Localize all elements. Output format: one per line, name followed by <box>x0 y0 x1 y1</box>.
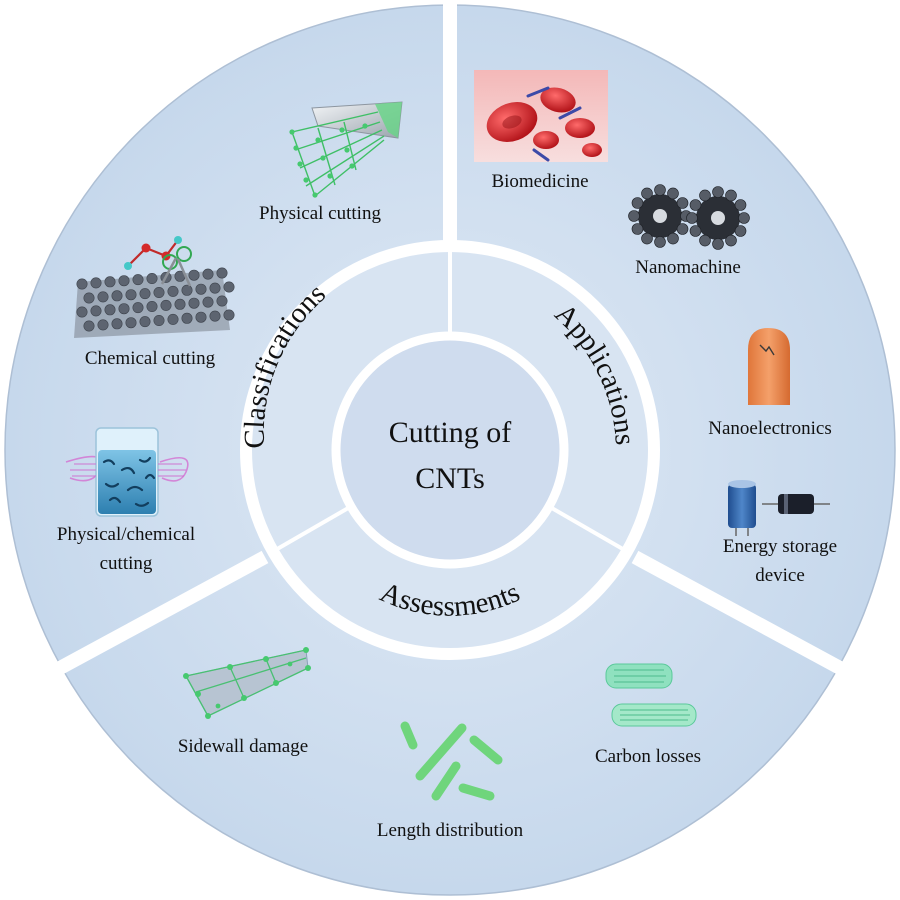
physical-chemical-cutting-image <box>65 427 189 517</box>
gear-tooth <box>699 234 711 247</box>
carbon-atom <box>83 320 95 332</box>
gear-tooth <box>712 186 724 198</box>
carbon-atom <box>83 292 95 304</box>
carbon-atom <box>76 278 88 290</box>
carbon-losses-image <box>605 663 697 727</box>
energy-storage-image <box>728 480 830 536</box>
gear-tooth <box>631 223 644 235</box>
label-length-distribution: Length distribution <box>377 820 524 841</box>
carbon-atom <box>90 277 102 289</box>
carbon-atom <box>104 276 116 288</box>
carbon-atom <box>118 303 130 315</box>
label-sidewall-damage: Sidewall damage <box>178 736 308 757</box>
carbon-atom <box>125 317 137 329</box>
gear-tooth <box>686 212 698 224</box>
carbon-atom <box>181 284 193 296</box>
carbon-atom <box>195 283 207 295</box>
label-carbon-losses: Carbon losses <box>595 746 701 767</box>
carbon-atom <box>132 302 144 314</box>
gear-tooth <box>641 187 653 200</box>
label-physical-chemical-cutting-line1: Physical/chemical <box>57 524 195 545</box>
carbon-atom <box>174 298 186 310</box>
gear-tooth <box>676 197 689 209</box>
label-energy-storage-line2: device <box>755 565 805 586</box>
gear-tooth <box>689 225 702 237</box>
carbon-atom <box>160 299 172 311</box>
gear-hub <box>653 209 667 223</box>
center-title-line1: Cutting of <box>389 416 512 449</box>
carbon-atom <box>188 297 200 309</box>
carbon-atom <box>97 319 109 331</box>
carbon-atom <box>209 282 221 294</box>
physical-cutting-image <box>289 101 403 198</box>
label-physical-cutting: Physical cutting <box>259 203 381 224</box>
carbon-atom <box>153 314 165 326</box>
carbon-atom <box>202 268 214 280</box>
carbon-atom <box>104 304 116 316</box>
carbon-atom <box>118 275 130 287</box>
center-circle <box>331 331 569 569</box>
carbon-atom <box>146 272 158 284</box>
carbon-atom <box>139 316 151 328</box>
carbon-atom <box>195 311 207 323</box>
label-nanoelectronics: Nanoelectronics <box>708 418 831 439</box>
ring-dividers <box>271 250 629 554</box>
carbon-atom <box>223 281 235 293</box>
label-biomedicine: Biomedicine <box>491 171 588 192</box>
carbon-atom <box>132 274 144 286</box>
gear-tooth <box>734 225 747 237</box>
gear-tooth <box>628 210 640 222</box>
sidewall-damage-image <box>183 647 311 719</box>
sector-dividers <box>56 0 844 675</box>
carbon-atom <box>216 267 228 279</box>
length-distribution-image <box>400 721 503 801</box>
gear-tooth <box>699 189 711 202</box>
label-physical-chemical-cutting-line2: cutting <box>100 553 153 574</box>
carbon-atom <box>216 295 228 307</box>
center-title-line2: CNTs <box>415 462 485 495</box>
carbon-atom <box>167 313 179 325</box>
carbon-atom <box>90 305 102 317</box>
gear-tooth <box>676 223 689 235</box>
carbon-atom <box>167 285 179 297</box>
carbon-atom <box>97 291 109 303</box>
carbon-atom <box>146 300 158 312</box>
gear-tooth <box>738 212 750 224</box>
gear-tooth <box>641 232 653 245</box>
gear-tooth <box>725 189 737 202</box>
gear-tooth <box>712 238 724 250</box>
gear-tooth <box>654 184 666 196</box>
label-chemical-cutting: Chemical cutting <box>85 348 216 369</box>
carbon-atom <box>153 286 165 298</box>
gear-tooth <box>667 232 679 245</box>
gear-tooth <box>654 236 666 248</box>
carbon-atom <box>181 312 193 324</box>
nanoelectronics-image <box>748 328 790 405</box>
carbon-atom <box>202 296 214 308</box>
gear-hub <box>711 211 725 225</box>
carbon-atom <box>209 310 221 322</box>
chemical-cutting-image <box>74 236 235 338</box>
nanomachine-image <box>628 184 750 250</box>
carbon-atom <box>111 290 123 302</box>
carbon-atom <box>188 269 200 281</box>
gear-tooth <box>667 187 679 200</box>
carbon-atom <box>111 318 123 330</box>
gear-tooth <box>689 199 702 211</box>
carbon-atom <box>76 306 88 318</box>
biomedicine-image <box>474 70 608 162</box>
carbon-atom <box>125 289 137 301</box>
gear-tooth <box>631 197 644 209</box>
label-energy-storage-line1: Energy storage <box>723 536 837 557</box>
carbon-atom <box>223 309 235 321</box>
gear-tooth <box>725 234 737 247</box>
carbon-atom <box>139 288 151 300</box>
label-nanomachine: Nanomachine <box>635 257 741 278</box>
gear-tooth <box>734 199 747 211</box>
